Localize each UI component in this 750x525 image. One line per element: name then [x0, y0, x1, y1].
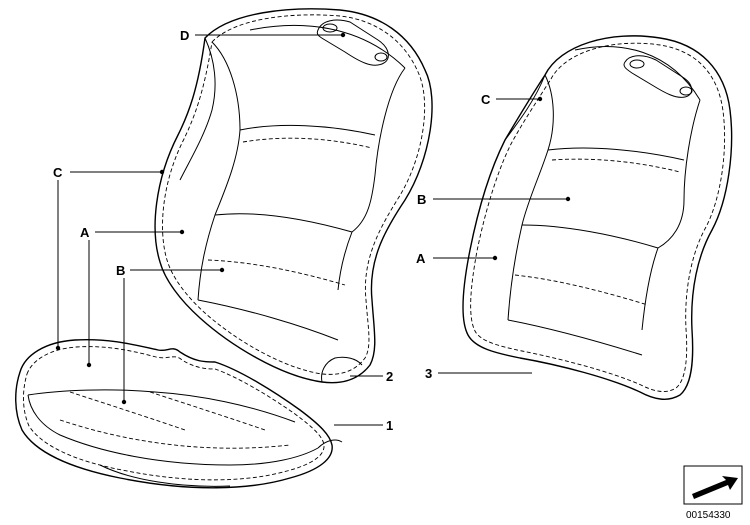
right-backrest: [462, 35, 733, 400]
callout-c-left: C: [53, 165, 63, 180]
callout-a-left: A: [80, 225, 90, 240]
callout-b-right: B: [417, 192, 426, 207]
callout-d: D: [180, 28, 189, 43]
leader-lines: [57, 34, 568, 426]
callout-a-right: A: [416, 251, 426, 266]
callout-part-1: 1: [386, 418, 393, 433]
callout-b-left: B: [116, 263, 125, 278]
catalog-number: 00154330: [686, 510, 731, 521]
left-cushion: [15, 338, 343, 489]
left-backrest: [154, 8, 433, 384]
leader-dots: [55, 32, 571, 405]
callout-c-right: C: [481, 92, 491, 107]
arrow-icon: [683, 465, 743, 505]
callout-part-2: 2: [386, 369, 393, 384]
callout-part-3: 3: [425, 366, 432, 381]
